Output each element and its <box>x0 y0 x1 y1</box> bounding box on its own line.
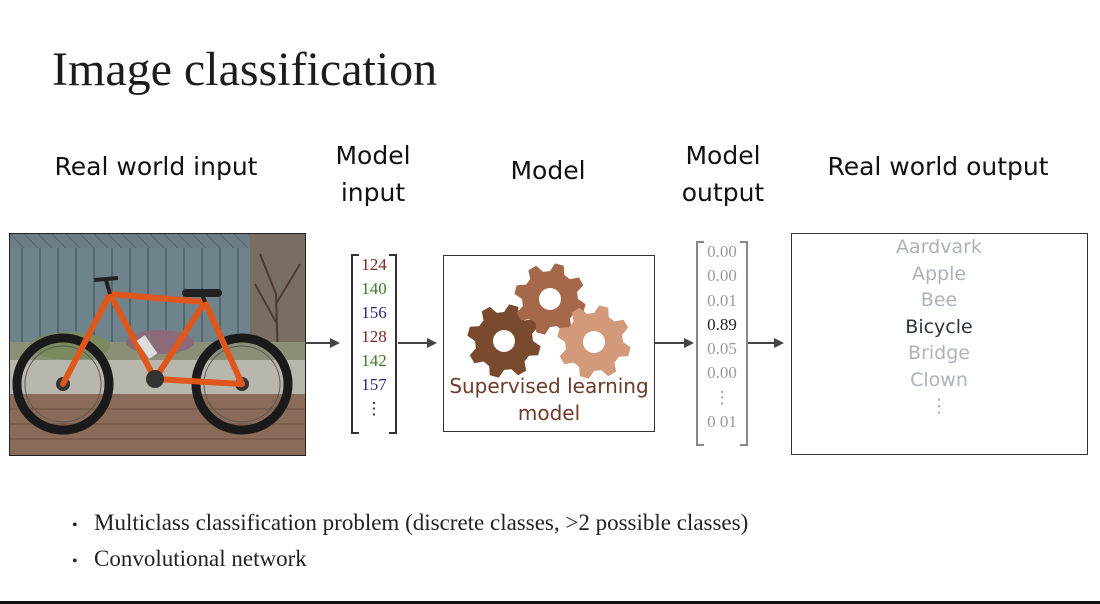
output-class-item: Bicycle <box>905 315 973 338</box>
output-vector-value: 0.05 <box>707 339 737 359</box>
slide-title: Image classification <box>52 43 438 96</box>
output-vector-values: 0.00 0.00 0.01 0.89 0.05 0.00 ⋮ 0 01 <box>696 240 748 434</box>
heading-model-output: Model output <box>668 137 778 211</box>
bullet-item: • Convolutional network <box>72 542 748 578</box>
output-class-item: Aardvark <box>896 236 982 258</box>
input-vector-value: 157 <box>361 375 387 394</box>
bullet-symbol: • <box>72 517 78 534</box>
heading-model-output-line2: output <box>681 178 765 207</box>
output-vector-value: ⋮ <box>713 387 731 407</box>
gear-dark-icon <box>467 304 541 378</box>
output-left-bracket <box>696 241 704 446</box>
heading-real-world-input: Real world input <box>54 152 258 181</box>
model-box <box>443 255 655 432</box>
model-input-vector: 124 140 156 128 142 157 ⋮ <box>351 253 397 434</box>
arrow-model-to-output <box>654 338 694 348</box>
heading-real-world-output: Real world output <box>827 152 1049 181</box>
output-class-item: Clown <box>910 368 968 391</box>
model-label-line2: model <box>517 401 581 425</box>
output-vector-value: 0.89 <box>707 314 737 334</box>
output-class-item: Bridge <box>908 342 970 364</box>
model-label-line1: Supervised learning <box>449 374 649 398</box>
input-vector-value: ⋮ <box>365 399 383 418</box>
arrow-output-to-classes <box>748 338 784 348</box>
model-label: Supervised learning model <box>443 373 655 427</box>
input-vector-value: 124 <box>361 255 387 274</box>
bullet-text: Multiclass classification problem (discr… <box>94 510 749 535</box>
output-class-item: Apple <box>911 262 967 285</box>
bullet-symbol: • <box>72 553 78 570</box>
output-vector-value: 0 01 <box>707 412 737 432</box>
slide-bottom-border <box>0 601 1100 604</box>
input-vector-value: 156 <box>361 303 387 322</box>
output-right-bracket <box>740 241 748 446</box>
heading-model-input: Model input <box>318 137 428 211</box>
heading-model-output-line1: Model <box>685 141 761 170</box>
model-output-vector: 0.00 0.00 0.01 0.89 0.05 0.00 ⋮ 0 01 <box>696 240 748 446</box>
input-vector-value: 140 <box>361 279 387 298</box>
output-classes-box <box>791 233 1088 455</box>
bullet-list: • Multiclass classification problem (dis… <box>72 506 748 578</box>
output-vector-value: 0.00 <box>707 266 737 286</box>
arrow-photo-to-input <box>305 338 340 348</box>
input-vector-value: 128 <box>361 327 387 346</box>
input-right-bracket <box>389 254 397 434</box>
gear-light-icon <box>557 305 631 379</box>
input-vector-values: 124 140 156 128 142 157 ⋮ <box>351 253 397 421</box>
input-left-bracket <box>351 254 359 434</box>
bicycle-photo-illustration <box>10 234 305 455</box>
output-class-item: ⋮ <box>929 395 949 417</box>
input-vector-value: 142 <box>361 351 387 370</box>
output-vector-value: 0.01 <box>707 290 737 310</box>
output-vector-value: 0.00 <box>707 242 737 261</box>
gears-icon <box>467 263 631 379</box>
heading-model: Model <box>510 156 586 185</box>
heading-model-input-line2: input <box>340 178 406 207</box>
output-class-item: Bee <box>920 289 958 311</box>
bullet-item: • Multiclass classification problem (dis… <box>72 506 748 542</box>
gear-medium-icon <box>514 263 586 335</box>
output-vector-value: 0.00 <box>707 363 737 383</box>
heading-model-input-line1: Model <box>335 141 411 170</box>
arrow-input-to-model <box>398 338 437 348</box>
bicycle-photo <box>9 233 306 456</box>
bullet-text: Convolutional network <box>94 546 307 571</box>
